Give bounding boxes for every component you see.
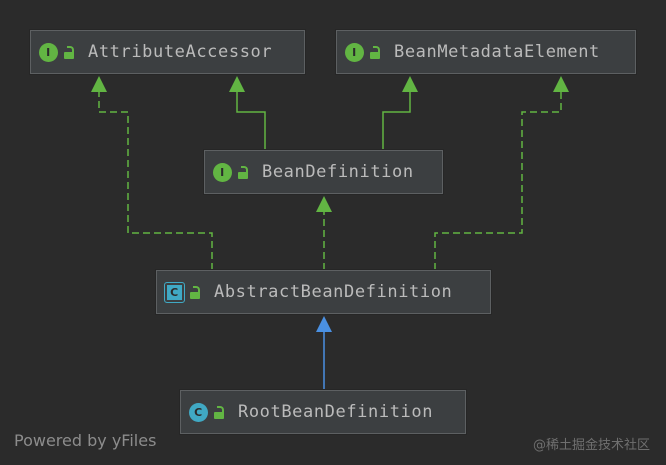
- arrowhead: [553, 76, 569, 92]
- arrowhead: [316, 316, 332, 332]
- arrowhead: [91, 76, 107, 92]
- class-icon: C: [189, 402, 208, 422]
- node-attribute-accessor[interactable]: I AttributeAccessor: [30, 30, 305, 74]
- watermark-label: @稀土掘金技术社区: [532, 438, 650, 453]
- edge-line: [236, 92, 266, 150]
- edge-abstract-bean-definition-to-attribute-accessor: [91, 76, 213, 270]
- node-label: BeanMetadataElement: [394, 42, 600, 62]
- edge-bean-definition-to-attribute-accessor: [229, 76, 266, 150]
- arrowhead: [402, 76, 418, 92]
- edge-abstract-bean-definition-to-bean-metadata-element: [434, 76, 569, 270]
- node-bean-metadata-element[interactable]: I BeanMetadataElement: [336, 30, 636, 74]
- powered-by-label: Powered by yFiles: [14, 431, 157, 450]
- node-root-bean-definition[interactable]: C RootBeanDefinition: [180, 390, 466, 434]
- edge-line: [434, 92, 562, 270]
- public-lock-icon: [64, 45, 74, 59]
- public-lock-icon: [238, 165, 248, 179]
- node-label: AbstractBeanDefinition: [214, 282, 453, 302]
- edge-line: [382, 92, 411, 150]
- interface-icon: I: [345, 42, 364, 62]
- node-label: AttributeAccessor: [88, 42, 273, 62]
- arrowhead: [229, 76, 245, 92]
- public-lock-icon: [370, 45, 380, 59]
- edge-bean-definition-to-bean-metadata-element: [382, 76, 418, 150]
- abstract-class-icon: C: [164, 281, 185, 303]
- node-abstract-bean-definition[interactable]: C AbstractBeanDefinition: [156, 270, 491, 314]
- public-lock-icon: [214, 405, 224, 419]
- edge-root-bean-definition-to-abstract-bean-definition: [316, 316, 332, 390]
- node-bean-definition[interactable]: I BeanDefinition: [204, 150, 443, 194]
- node-label: BeanDefinition: [262, 162, 414, 182]
- node-label: RootBeanDefinition: [238, 402, 434, 422]
- interface-icon: I: [39, 42, 58, 62]
- edge-line: [98, 92, 213, 270]
- interface-icon: I: [213, 162, 232, 182]
- public-lock-icon: [190, 285, 200, 299]
- arrowhead: [316, 196, 332, 212]
- edge-abstract-bean-definition-to-bean-definition: [316, 196, 332, 270]
